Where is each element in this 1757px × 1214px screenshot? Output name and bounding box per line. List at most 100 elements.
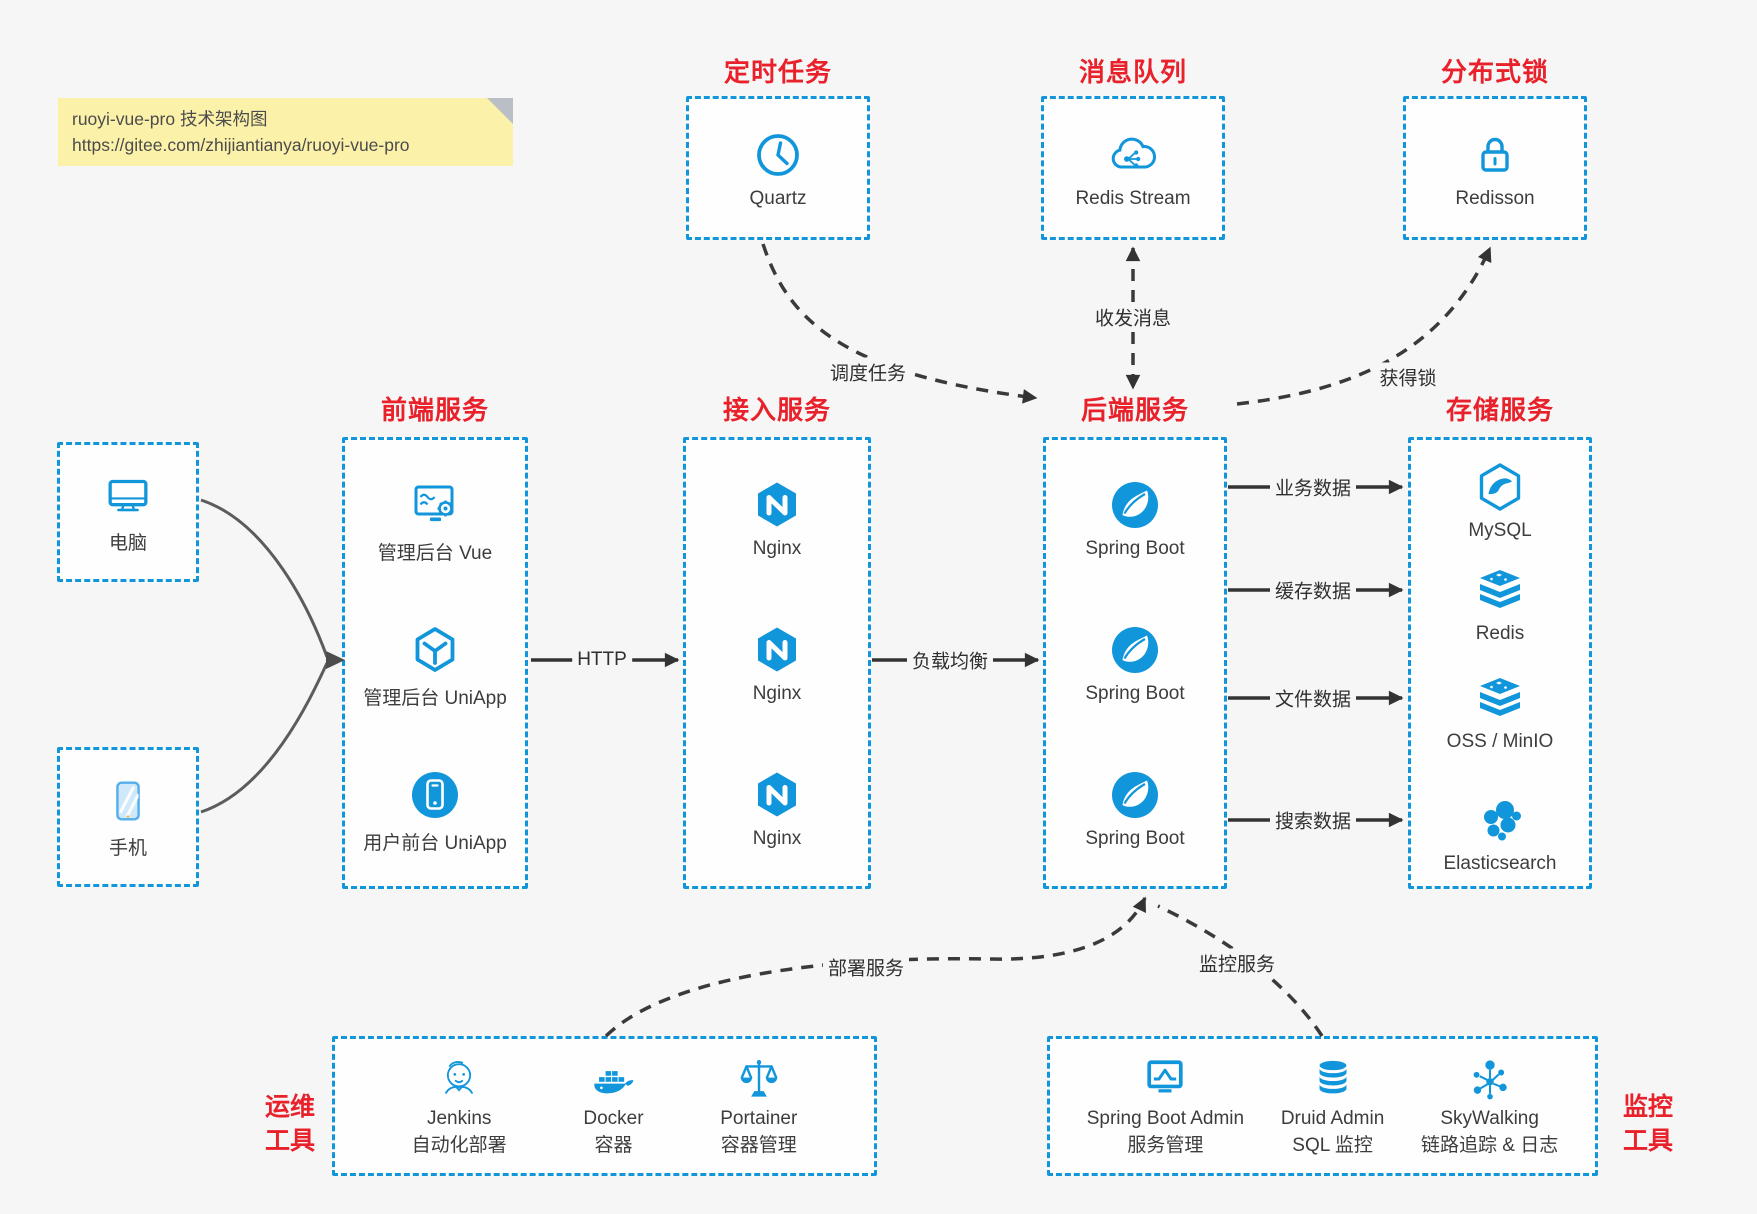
backend-box: Spring Boot Spring Boot Spring Boot bbox=[1043, 437, 1227, 889]
storage-box: MySQL Redis OSS / MinIO bbox=[1408, 437, 1592, 889]
tool-item-name: Jenkins bbox=[426, 1108, 492, 1129]
edge-label-deploy: 部署服务 bbox=[822, 952, 910, 982]
service-item: Spring Boot bbox=[1046, 477, 1224, 560]
edge-label-http: HTTP bbox=[572, 648, 632, 672]
service-item: Nginx bbox=[686, 622, 868, 705]
service-item: Nginx bbox=[686, 767, 868, 850]
client-mobile-box: 手机 bbox=[57, 747, 199, 887]
service-item: 管理后台 UniApp bbox=[345, 622, 525, 710]
tool-item-name: Docker bbox=[583, 1108, 644, 1129]
monitor-tools-line2: 工具 bbox=[1622, 1127, 1673, 1155]
ops-tools-box: Jenkins 自动化部署 Docker 容器 bbox=[332, 1036, 877, 1176]
portainer-scales-icon bbox=[733, 1053, 785, 1105]
edge-label-load-balance: 负载均衡 bbox=[906, 645, 994, 675]
tool-item: Portainer 容器管理 bbox=[720, 1053, 797, 1159]
client-to-frontend-curves bbox=[200, 498, 329, 814]
elasticsearch-icon bbox=[1472, 792, 1528, 848]
spring-icon bbox=[1107, 767, 1163, 823]
service-item: 用户前台 UniApp bbox=[345, 767, 525, 855]
spring-icon bbox=[1107, 477, 1163, 533]
monitor-tools-side-label: 监控 工具 bbox=[1606, 1090, 1690, 1158]
druid-database-icon bbox=[1307, 1053, 1359, 1105]
service-item-label: Redisson bbox=[1455, 187, 1535, 209]
monitor-icon bbox=[101, 469, 155, 523]
uniapp-cube-icon bbox=[407, 622, 463, 678]
tool-item-desc: 容器 bbox=[594, 1135, 633, 1156]
tool-item: Spring Boot Admin 服务管理 bbox=[1087, 1053, 1244, 1159]
service-item: Quartz bbox=[689, 99, 867, 237]
nginx-icon bbox=[749, 477, 805, 533]
service-item-label: Spring Boot bbox=[1085, 828, 1185, 849]
note-title: ruoyi-vue-pro 技术架构图 bbox=[72, 109, 268, 129]
ops-tools-line1: 运维 bbox=[264, 1093, 315, 1121]
service-item-label: Redis Stream bbox=[1075, 187, 1191, 209]
tool-item-desc: 容器管理 bbox=[720, 1135, 797, 1156]
ops-tools-side-label: 运维 工具 bbox=[248, 1090, 332, 1158]
service-item-label: Spring Boot bbox=[1085, 683, 1185, 704]
edge-label-messaging: 收发消息 bbox=[1089, 302, 1177, 332]
message-queue-box: Redis Stream bbox=[1041, 96, 1225, 240]
tool-item: Jenkins 自动化部署 bbox=[412, 1053, 507, 1159]
service-item-label: Redis bbox=[1475, 623, 1525, 644]
redis-stack-icon bbox=[1472, 562, 1528, 618]
spring-icon bbox=[1107, 622, 1163, 678]
service-item-label: Elasticsearch bbox=[1443, 853, 1557, 874]
scheduler-box: Quartz bbox=[686, 96, 870, 240]
service-item-label: Nginx bbox=[752, 828, 802, 849]
column-title-frontend: 前端服务 bbox=[380, 395, 489, 425]
tool-item-desc: 链路追踪 & 日志 bbox=[1421, 1135, 1559, 1156]
tool-item: Docker 容器 bbox=[583, 1053, 644, 1159]
client-item-label: 电脑 bbox=[108, 533, 147, 554]
service-item-label: OSS / MinIO bbox=[1446, 731, 1554, 752]
lock-icon bbox=[1467, 127, 1523, 183]
tool-item-name: SkyWalking bbox=[1440, 1108, 1539, 1129]
edge-label-schedule: 调度任务 bbox=[824, 357, 912, 387]
service-item: Spring Boot bbox=[1046, 622, 1224, 705]
group-title-distributed-lock: 分布式锁 bbox=[1440, 57, 1549, 87]
tool-item: Druid Admin SQL 监控 bbox=[1280, 1053, 1385, 1159]
user-app-icon bbox=[407, 767, 463, 823]
distributed-lock-box: Redisson bbox=[1403, 96, 1587, 240]
admin-vue-icon bbox=[407, 477, 463, 533]
column-title-gateway: 接入服务 bbox=[722, 395, 831, 425]
edge-label-lock: 获得锁 bbox=[1374, 362, 1442, 392]
mysql-icon bbox=[1472, 459, 1528, 515]
cloud-stream-icon bbox=[1105, 127, 1161, 183]
service-item-label: 管理后台 Vue bbox=[377, 543, 493, 564]
column-title-storage: 存储服务 bbox=[1445, 395, 1554, 425]
service-item: Nginx bbox=[686, 477, 868, 560]
service-item: Redis Stream bbox=[1044, 99, 1222, 237]
monitor-tools-box: Spring Boot Admin 服务管理 Druid Admin S bbox=[1047, 1036, 1598, 1176]
jenkins-butler-icon bbox=[433, 1053, 485, 1105]
service-item: MySQL bbox=[1411, 459, 1589, 542]
group-title-message-queue: 消息队列 bbox=[1078, 57, 1187, 87]
service-item: 管理后台 Vue bbox=[345, 477, 525, 565]
service-item-label: Spring Boot bbox=[1085, 538, 1185, 559]
clock-icon bbox=[750, 127, 806, 183]
tool-item-name: Portainer bbox=[720, 1108, 798, 1129]
note-repo-url: https://gitee.com/zhijiantianya/ruoyi-vu… bbox=[72, 135, 410, 155]
tool-item-desc: 服务管理 bbox=[1127, 1135, 1204, 1156]
edge-label-business-data: 业务数据 bbox=[1269, 472, 1357, 502]
service-item-label: Quartz bbox=[749, 187, 807, 209]
group-title-scheduler: 定时任务 bbox=[723, 57, 832, 87]
service-item-label: MySQL bbox=[1468, 520, 1532, 541]
spring-boot-admin-icon bbox=[1139, 1053, 1191, 1105]
service-item: Redisson bbox=[1406, 99, 1584, 237]
frontend-box: 管理后台 Vue 管理后台 UniApp 用户前台 UniApp bbox=[342, 437, 528, 889]
monitor-tools-line1: 监控 bbox=[1622, 1093, 1673, 1121]
edge-label-search-data: 搜索数据 bbox=[1269, 805, 1357, 835]
service-item: OSS / MinIO bbox=[1411, 670, 1589, 753]
sticky-note: ruoyi-vue-pro 技术架构图 https://gitee.com/zh… bbox=[58, 98, 513, 166]
service-item: Elasticsearch bbox=[1411, 792, 1589, 875]
service-item-label: Nginx bbox=[752, 683, 802, 704]
phone-icon bbox=[101, 774, 155, 828]
nginx-icon bbox=[749, 622, 805, 678]
redis-stack-icon bbox=[1472, 670, 1528, 726]
tool-item-name: Spring Boot Admin bbox=[1086, 1108, 1245, 1129]
ops-tools-line2: 工具 bbox=[264, 1127, 315, 1155]
tool-item-desc: SQL 监控 bbox=[1292, 1135, 1373, 1156]
client-item: 电脑 bbox=[60, 445, 196, 579]
tool-item-name: Druid Admin bbox=[1280, 1108, 1385, 1129]
